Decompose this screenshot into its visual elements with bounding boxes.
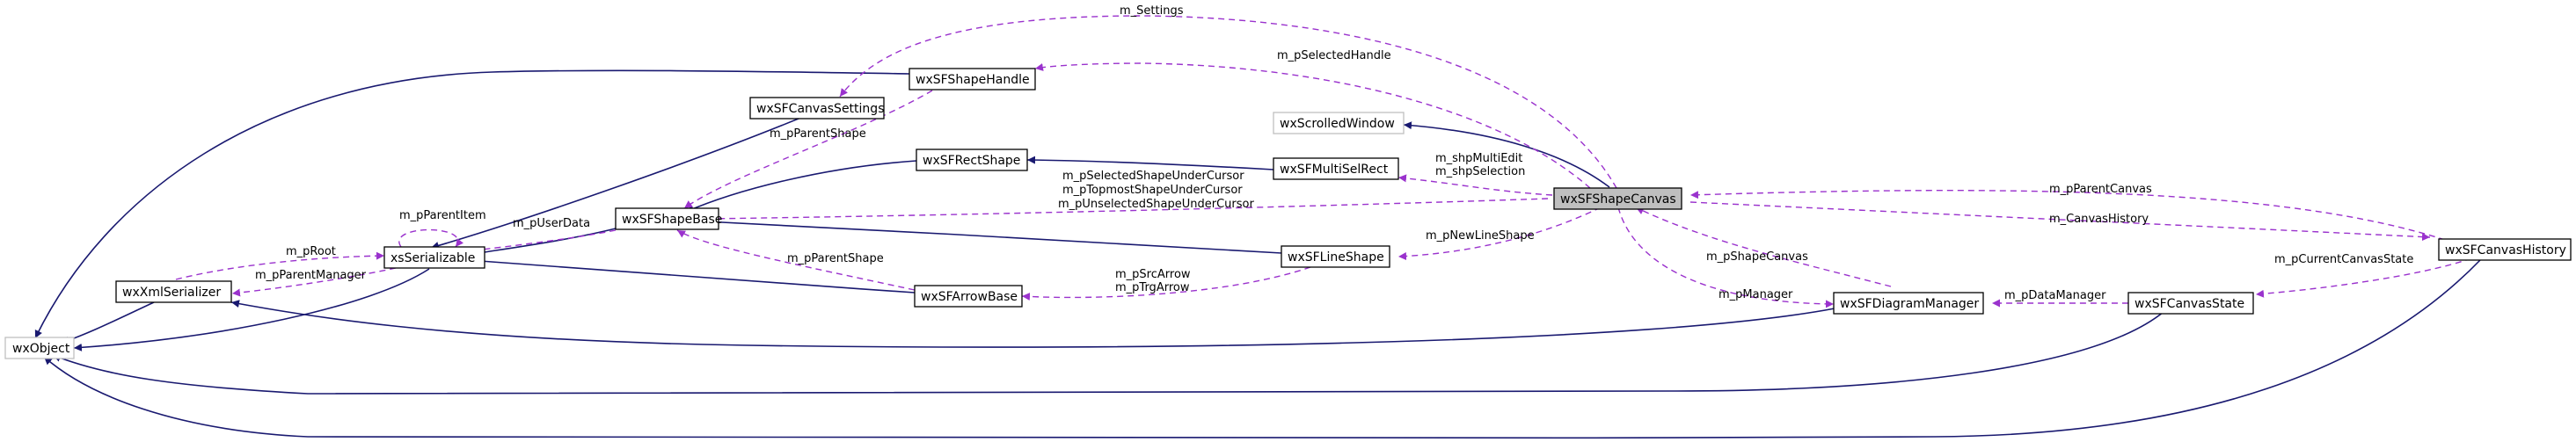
node-label: wxSFCanvasState [2135,297,2244,311]
node-wxsfcanvassettings[interactable]: wxSFCanvasSettings [749,97,885,120]
label-m-proot: m_pRoot [286,245,336,258]
edge-serializable-parentmanager [231,267,397,297]
edge-canvas-multiselrect [1397,174,1553,196]
edge-history-currentstate [2255,257,2472,298]
edge-history-parentcanvas [1689,190,2446,241]
edge-canvassettings-to-serializable [430,112,814,250]
label-shape-cursor-2: m_pTopmostShapeUnderCursor [1062,184,1243,197]
node-label: wxSFMultiSelRect [1280,163,1389,177]
edge-diagrammanager-to-xmlserializer [230,300,1857,348]
edge-handle-parentshape [683,90,933,209]
usage-edges [175,15,2472,308]
label-m-shpselection: m_shpSelection [1435,165,1525,178]
node-label: xsSerializable [390,251,475,265]
edge-multiselrect-to-rectshape [1026,156,1274,170]
label-m-pnewlineshape: m_pNewLineShape [1426,229,1535,243]
node-label: wxSFArrowBase [921,290,1018,304]
label-shape-cursor-1: m_pSelectedShapeUnderCursor [1062,170,1244,183]
node-label: wxXmlSerializer [122,286,221,300]
edge-canvas-manager [1617,207,1835,308]
nodes: wxObject wxXmlSerializer xsSerializable … [4,68,2572,359]
label-m-pmanager: m_pManager [1719,288,1793,301]
node-wxsfdiagrammanager[interactable]: wxSFDiagramManager [1833,292,1984,315]
node-wxsfshapehandle[interactable]: wxSFShapeHandle [909,68,1036,91]
label-m-puserdata: m_pUserData [513,217,590,230]
node-xsserializable[interactable]: xsSerializable [383,246,485,269]
node-wxsfshapebase[interactable]: wxSFShapeBase [615,207,722,230]
edge-manager-shapecanvas [1635,207,1892,287]
edge-arrowbase-parentshape [676,229,916,291]
label-m-shpmultiedit: m_shpMultiEdit [1435,152,1522,165]
node-wxsfrectshape[interactable]: wxSFRectShape [916,149,1028,171]
label-shape-cursor-3: m_pUnselectedShapeUnderCursor [1058,198,1254,211]
edge-canvas-history [1689,201,2431,242]
node-wxsfcanvasstate[interactable]: wxSFCanvasState [2127,292,2254,315]
node-wxsfarrowbase[interactable]: wxSFArrowBase [914,285,1023,308]
node-wxsfcanvashistory[interactable]: wxSFCanvasHistory [2438,238,2572,261]
label-m-pselectedhandle: m_pSelectedHandle [1277,49,1391,62]
edge-lineshape-to-shapebase [704,217,1282,254]
edge-labels: m_Settings m_pSelectedHandle m_pParentSh… [255,4,2413,302]
edge-canvas-shapecursor [704,198,1549,223]
edge-canvashistory-to-object [43,259,2481,440]
node-label: wxSFShapeHandle [916,73,1030,87]
edge-shapecanvas-to-scrolledwindow [1403,121,1610,188]
edge-canvas-selectedhandle [1034,62,1591,189]
label-m-pparentshape-handle: m_pParentShape [770,127,866,141]
edge-rectshape-to-shapebase [685,160,917,213]
edge-lineshape-arrows [1021,266,1311,301]
label-m-settings: m_Settings [1120,4,1184,18]
label-m-psrcarrow: m_pSrcArrow [1115,268,1191,281]
label-m-pparentcanvas: m_pParentCanvas [2049,183,2152,196]
node-wxscrolledwindow[interactable]: wxScrolledWindow [1273,112,1405,134]
label-m-canvashistory: m_CanvasHistory [2049,213,2149,226]
node-label: wxSFShapeCanvas [1560,192,1676,207]
edge-xmlserializer-to-object [61,301,155,344]
label-m-pcurrentcanvasstate: m_pCurrentCanvasState [2274,253,2413,266]
edge-serializable-to-object [73,268,430,351]
node-label: wxSFRectShape [923,154,1020,168]
edge-shapehandle-to-object [34,69,910,339]
label-m-pparentitem: m_pParentItem [399,209,486,222]
label-m-pparentmanager: m_pParentManager [255,269,367,282]
label-m-ptrgarrow: m_pTrgArrow [1115,281,1190,294]
node-wxxmlserializer[interactable]: wxXmlSerializer [115,280,232,303]
node-wxobject[interactable]: wxObject [4,337,75,359]
node-label: wxSFCanvasHistory [2445,243,2566,257]
label-m-pparentshape-arrow: m_pParentShape [787,252,884,265]
node-label: wxScrolledWindow [1280,117,1395,131]
node-label: wxSFDiagramManager [1840,297,1979,311]
edge-serializable-parentitem-loop [398,228,464,248]
node-label: wxSFCanvasSettings [756,102,884,116]
node-label: wxSFShapeBase [622,213,722,227]
edge-canvasstate-to-object [52,311,2164,396]
edge-arrowbase-to-serializable [467,257,916,293]
label-m-pdatamanager: m_pDataManager [2004,289,2106,302]
node-wxsfshapecanvas[interactable]: wxSFShapeCanvas [1553,187,1682,210]
edge-shapebase-userdata [467,229,617,255]
node-label: wxObject [12,342,70,356]
node-label: wxSFLineShape [1288,250,1384,264]
label-m-pshapecanvas: m_pShapeCanvas [1706,250,1808,264]
edge-canvas-newlineshape [1397,207,1602,261]
node-wxsfmultiselrect[interactable]: wxSFMultiSelRect [1273,157,1399,180]
node-wxsflineshape[interactable]: wxSFLineShape [1281,245,1390,268]
